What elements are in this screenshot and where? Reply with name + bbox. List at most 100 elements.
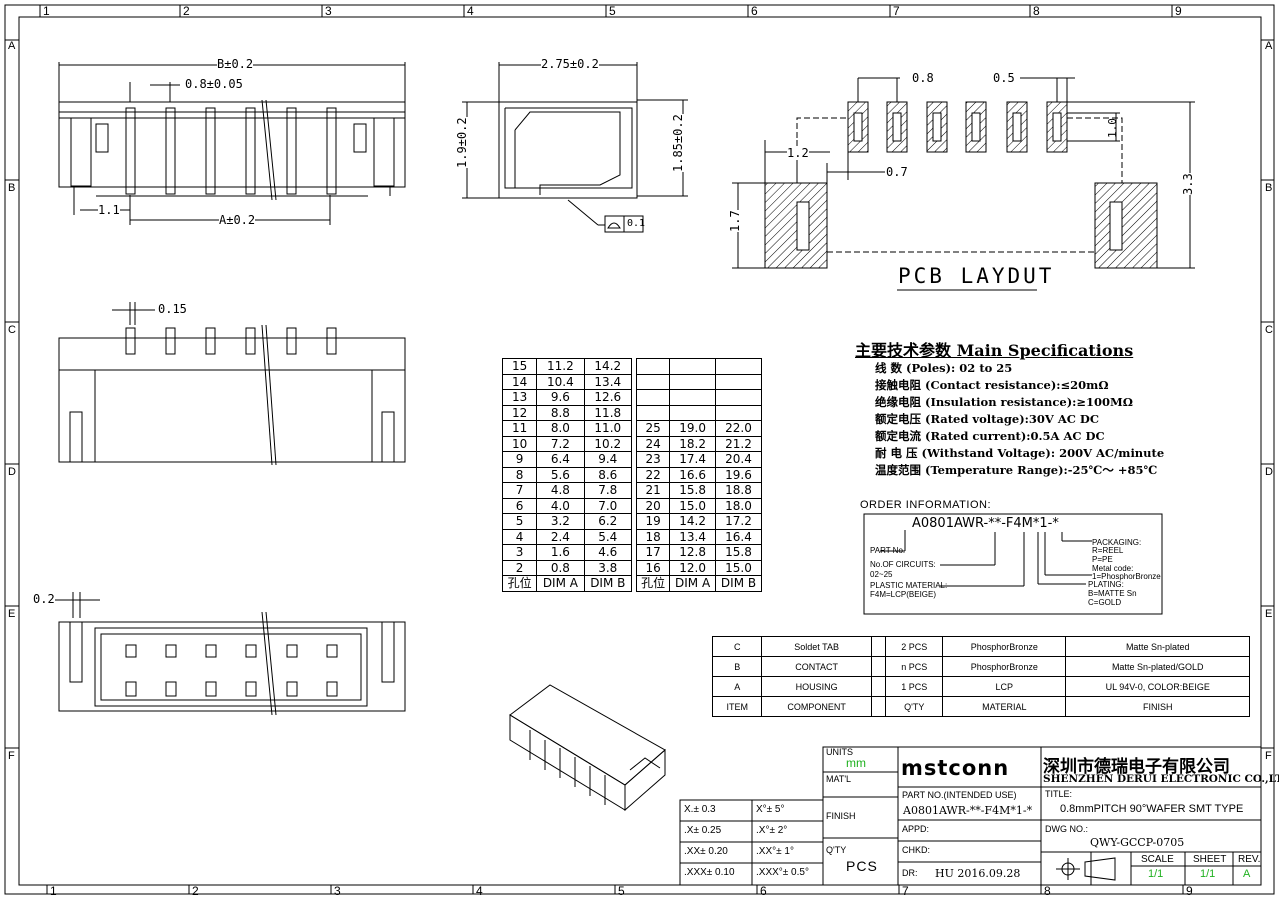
scale-label: SCALE <box>1141 854 1174 865</box>
finish-label: FINISH <box>826 811 856 821</box>
table-cell: 10.4 <box>536 373 585 390</box>
table-cell <box>635 389 671 406</box>
col-label: 7 <box>902 884 909 898</box>
table-cell: 5.4 <box>583 528 633 545</box>
row-label: D <box>8 466 16 478</box>
col-label: 3 <box>334 884 341 898</box>
table-cell: DIM B <box>715 575 762 592</box>
dwg-label: DWG NO.: <box>1045 824 1088 834</box>
table-cell: 6 <box>501 497 538 514</box>
table-cell: 1 PCS <box>885 676 944 697</box>
row-label: A <box>1265 40 1273 52</box>
tol-linear: .XX± 0.20 <box>684 846 728 857</box>
table-cell: 15.0 <box>715 559 762 576</box>
table-cell: 11 <box>501 420 538 437</box>
row-label: B <box>1265 182 1273 194</box>
dim-h2: 1.85±0.2 <box>671 114 685 172</box>
table-cell: 17 <box>635 544 671 561</box>
table-cell: 10 <box>501 435 538 452</box>
table-cell <box>669 404 717 421</box>
table-cell: 15.0 <box>669 497 717 514</box>
dim-h1: 1.9±0.2 <box>455 117 469 168</box>
dwg-value: QWY-GCCP-0705 <box>1090 836 1185 849</box>
col-label: 4 <box>467 4 474 18</box>
dim-a: A±0.2 <box>219 213 256 227</box>
table-cell: UL 94V-0, COLOR:BEIGE <box>1065 676 1250 697</box>
row-label: A <box>8 40 16 52</box>
table-cell: 3 <box>501 544 538 561</box>
table-cell: 24 <box>635 435 671 452</box>
table-cell <box>870 656 887 677</box>
company-cn: 深圳市德瑞电子有限公司 <box>1043 757 1230 777</box>
table-cell <box>870 696 887 717</box>
order-plating: PLATING: <box>1088 580 1124 589</box>
table-cell: 6.4 <box>536 451 585 468</box>
table-row <box>635 389 762 406</box>
table-cell <box>870 676 887 697</box>
tol-angular: .XXX°± 0.5° <box>756 867 809 878</box>
rev-value: A <box>1243 868 1251 880</box>
col-label: 7 <box>893 4 900 18</box>
top-ticks <box>39 5 1173 17</box>
table-cell: 13.4 <box>669 528 717 545</box>
table-cell <box>715 373 762 390</box>
table-cell: 13 <box>501 389 538 406</box>
table-cell: FINISH <box>1065 696 1250 717</box>
pcb-dim-pad-width: 0.5 <box>993 71 1015 85</box>
rev-label: REV. <box>1238 854 1261 865</box>
bottom-pin-row1 <box>125 644 338 658</box>
dim-left-offset: 1.1 <box>98 203 120 217</box>
order-part-no: PART No. <box>870 546 906 555</box>
table-cell: 21 <box>635 482 671 499</box>
table-cell: 孔位 <box>501 575 538 592</box>
table-cell <box>669 389 717 406</box>
table-cell: 18.0 <box>715 497 762 514</box>
table-cell: ITEM <box>711 696 763 717</box>
company-en: SHENZHEN DERUI ELECTRONIC CO.,LTD. <box>1043 773 1279 785</box>
table-cell: 1.6 <box>536 544 585 561</box>
front-view <box>58 62 406 225</box>
row-label: E <box>8 608 16 620</box>
order-metal: Metal code: <box>1092 564 1134 573</box>
table-cell: 5.6 <box>536 466 585 483</box>
tol-linear: X.± 0.3 <box>684 804 716 815</box>
mat-label: MAT'L <box>826 774 852 784</box>
spec-line: 额定电流 (Rated current):0.5A AC DC <box>875 429 1105 443</box>
table-cell: 9.4 <box>583 451 633 468</box>
order-plastic-val: F4M=LCP(BEIGE) <box>870 590 937 599</box>
table-cell: 18.2 <box>669 435 717 452</box>
title-value: 0.8mmPITCH 90°WAFER SMT TYPE <box>1060 803 1244 815</box>
table-cell: 18.8 <box>715 482 762 499</box>
table-cell: 12 <box>501 404 538 421</box>
tol-linear: .XXX± 0.10 <box>684 867 735 878</box>
pcb-layout-label: PCB LAYDUT <box>898 264 1055 288</box>
tol-linear: .X± 0.25 <box>684 825 722 836</box>
table-cell: DIM A <box>536 575 585 592</box>
order-plat1: B=MATTE Sn <box>1088 589 1137 598</box>
table-cell: B <box>711 656 763 677</box>
table-cell: DIM B <box>583 575 633 592</box>
outer-frame <box>4 4 1275 895</box>
row-label: C <box>8 324 16 336</box>
table-cell <box>635 358 671 375</box>
table-cell: DIM A <box>669 575 717 592</box>
specs-title: 主要技术参数 Main Specifications <box>855 341 1134 360</box>
table-cell: 16 <box>635 559 671 576</box>
company-logo: mstconn <box>901 756 1010 780</box>
table-cell: 19 <box>635 513 671 530</box>
table-cell: 12.0 <box>669 559 717 576</box>
dim-pin-width: 0.15 <box>158 302 187 316</box>
table-cell: 20.4 <box>715 451 762 468</box>
table-cell: 2 PCS <box>885 636 944 657</box>
row-label: C <box>1265 324 1273 336</box>
qty-label: Q'TY <box>826 845 847 855</box>
